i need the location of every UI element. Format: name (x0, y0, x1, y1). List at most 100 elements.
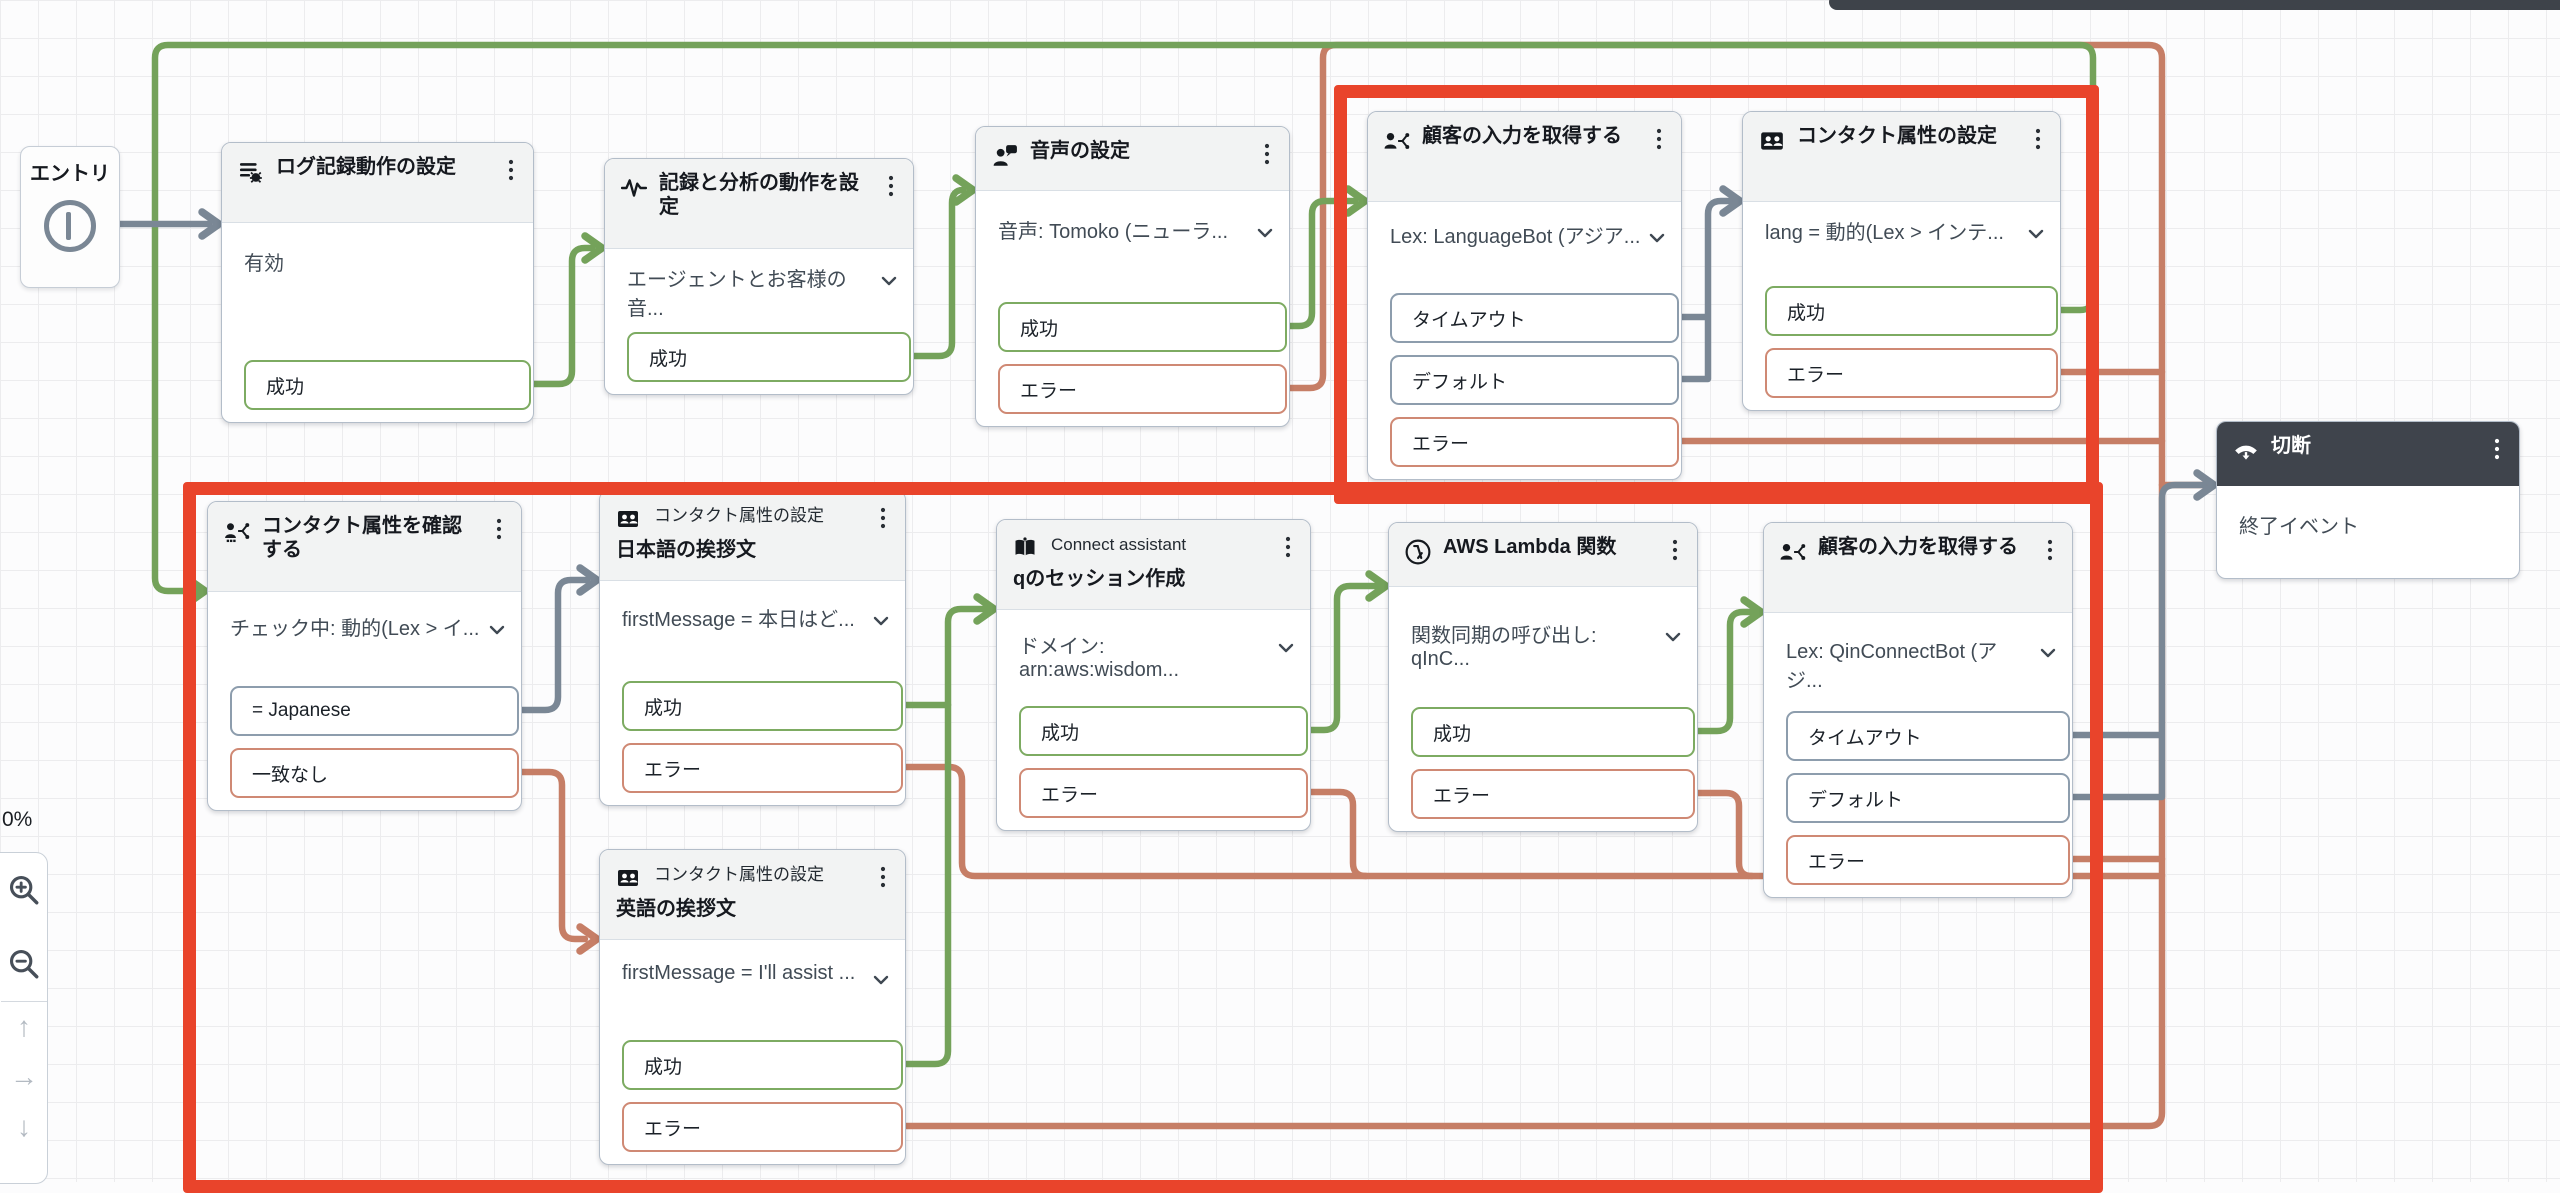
kebab-menu-icon[interactable] (2489, 436, 2505, 462)
pan-up-button[interactable]: ↑ (17, 1011, 31, 1042)
node-parameter-dropdown[interactable]: firstMessage = 本日はど... (600, 581, 905, 665)
node-set-attributes-japanese-greeting[interactable]: コンタクト属性の設定 日本語の挨拶文 firstMessage = 本日はど..… (599, 490, 906, 806)
get-customer-input-icon (1780, 539, 1806, 565)
kebab-menu-icon[interactable] (1651, 126, 1667, 152)
output-port-success[interactable]: 成功 (622, 1040, 903, 1090)
chevron-down-icon (1665, 625, 1681, 648)
node-get-customer-input-q[interactable]: 顧客の入力を取得する Lex: QinConnectBot (アジ... タイム… (1763, 522, 2073, 898)
kebab-menu-icon[interactable] (883, 173, 899, 199)
node-parameter-dropdown[interactable]: Lex: LanguageBot (アジア... (1368, 202, 1681, 277)
chevron-down-icon (881, 269, 897, 292)
output-port-error[interactable]: エラー (1390, 417, 1679, 467)
chevron-down-icon (873, 968, 889, 991)
set-attributes-icon (1759, 128, 1785, 154)
output-port-success[interactable]: 成功 (998, 302, 1287, 352)
chevron-down-icon (2028, 222, 2044, 245)
set-attributes-icon (616, 507, 642, 531)
node-title: コンタクト属性を確認する (262, 515, 462, 561)
kebab-menu-icon[interactable] (875, 505, 891, 531)
node-parameter-dropdown[interactable]: lang = 動的(Lex > インテ... (1743, 202, 2060, 270)
pan-right-button[interactable]: → (10, 1061, 38, 1092)
kebab-menu-icon[interactable] (491, 516, 507, 542)
output-port-success[interactable]: 成功 (622, 681, 903, 731)
node-parameter-dropdown[interactable]: チェック中: 動的(Lex > イ... (208, 592, 521, 670)
node-set-attributes-english-greeting[interactable]: コンタクト属性の設定 英語の挨拶文 firstMessage = I'll as… (599, 849, 906, 1165)
node-parameter: 有効 (244, 253, 284, 275)
node-set-voice[interactable]: 音声の設定 音声: Tomoko (ニューラ... 成功 エラー (975, 126, 1290, 427)
node-title: 音声の設定 (1030, 140, 1130, 162)
output-port-japanese[interactable]: = Japanese (230, 686, 519, 736)
chevron-down-icon (1649, 226, 1665, 249)
output-port-no-match[interactable]: 一致なし (230, 748, 519, 798)
output-port-success[interactable]: 成功 (1765, 286, 2058, 336)
controls-divider (1, 1001, 47, 1002)
node-parameter-dropdown[interactable]: エージェントとお客様の音... (605, 249, 913, 320)
node-check-attributes[interactable]: コンタクト属性を確認する チェック中: 動的(Lex > イ... = Japa… (207, 501, 522, 811)
output-port-error[interactable]: エラー (1411, 769, 1695, 819)
output-port-success[interactable]: 成功 (244, 360, 531, 410)
zoom-level-label: 0% (2, 808, 33, 831)
output-port-timeout[interactable]: タイムアウト (1786, 711, 2070, 761)
node-aws-lambda[interactable]: AWS Lambda 関数 関数同期の呼び出し: qInC... 成功 エラー (1388, 522, 1698, 832)
node-parameter: 終了イベント (2239, 516, 2359, 538)
output-port-default[interactable]: デフォルト (1786, 773, 2070, 823)
node-title: 顧客の入力を取得する (1818, 536, 2018, 558)
lambda-icon (1405, 539, 1431, 565)
output-port-error[interactable]: エラー (622, 1102, 903, 1152)
get-customer-input-icon (1384, 128, 1410, 154)
disconnect-icon (2233, 438, 2259, 464)
output-port-error[interactable]: エラー (1019, 768, 1308, 818)
pan-down-button[interactable]: ↓ (17, 1111, 31, 1142)
zoom-out-button[interactable] (1, 927, 47, 1001)
node-subtitle: qのセッション作成 (1013, 568, 1186, 590)
output-port-timeout[interactable]: タイムアウト (1390, 293, 1679, 343)
output-port-error[interactable]: エラー (622, 743, 903, 793)
check-attributes-icon (224, 518, 250, 544)
node-title: 顧客の入力を取得する (1422, 125, 1622, 147)
node-parameter-dropdown[interactable]: 音声: Tomoko (ニューラ... (976, 191, 1289, 286)
node-subtitle: 日本語の挨拶文 (616, 539, 756, 561)
node-title: 切断 (2271, 435, 2311, 457)
node-set-logging[interactable]: ログ記録動作の設定 有効 成功 (221, 142, 534, 423)
output-port-error[interactable]: エラー (1765, 348, 2058, 398)
node-parameter-dropdown[interactable]: ドメイン: arn:aws:wisdom... (997, 610, 1310, 690)
entry-label: エントリ (30, 163, 110, 185)
output-port-error[interactable]: エラー (998, 364, 1287, 414)
node-set-recording-analytics[interactable]: 記録と分析の動作を設定 エージェントとお客様の音... 成功 (604, 158, 914, 395)
node-connect-assistant[interactable]: Connect assistant qのセッション作成 ドメイン: arn:aw… (996, 519, 1311, 831)
kebab-menu-icon[interactable] (2030, 126, 2046, 152)
set-attributes-icon (616, 866, 642, 890)
zoom-in-button[interactable] (1, 853, 47, 927)
node-title: コンタクト属性の設定 (654, 506, 824, 525)
top-dark-bar (1829, 0, 2560, 10)
waveform-icon (621, 175, 647, 201)
output-port-success[interactable]: 成功 (627, 332, 911, 382)
node-disconnect[interactable]: 切断 終了イベント (2216, 421, 2520, 579)
kebab-menu-icon[interactable] (503, 157, 519, 183)
chevron-down-icon (2040, 641, 2056, 664)
canvas-controls-panel: ↑ → ↓ (0, 852, 48, 1184)
node-title: コンタクト属性の設定 (1797, 125, 1997, 147)
node-parameter-dropdown[interactable]: firstMessage = I'll assist ... (600, 940, 905, 1024)
kebab-menu-icon[interactable] (2042, 537, 2058, 563)
output-port-success[interactable]: 成功 (1411, 707, 1695, 757)
node-title: コンタクト属性の設定 (654, 865, 824, 884)
chevron-down-icon (1278, 636, 1294, 659)
node-parameter-dropdown[interactable]: 関数同期の呼び出し: qInC... (1389, 587, 1697, 691)
node-parameter-dropdown[interactable]: Lex: QinConnectBot (アジ... (1764, 613, 2072, 695)
node-set-attributes-lang[interactable]: コンタクト属性の設定 lang = 動的(Lex > インテ... 成功 エラー (1742, 111, 2061, 411)
kebab-menu-icon[interactable] (1259, 141, 1275, 167)
output-port-success[interactable]: 成功 (1019, 706, 1308, 756)
node-get-customer-input-language[interactable]: 顧客の入力を取得する Lex: LanguageBot (アジア... タイムア… (1367, 111, 1682, 480)
kebab-menu-icon[interactable] (1280, 534, 1296, 560)
kebab-menu-icon[interactable] (1667, 537, 1683, 563)
voice-icon (992, 143, 1018, 169)
output-port-error[interactable]: エラー (1786, 835, 2070, 885)
node-title: Connect assistant (1051, 535, 1187, 554)
entry-node[interactable]: エントリ (20, 146, 120, 288)
node-subtitle: 英語の挨拶文 (616, 898, 736, 920)
kebab-menu-icon[interactable] (875, 864, 891, 890)
output-port-default[interactable]: デフォルト (1390, 355, 1679, 405)
chevron-down-icon (1257, 221, 1273, 244)
node-title: AWS Lambda 関数 (1443, 536, 1617, 558)
